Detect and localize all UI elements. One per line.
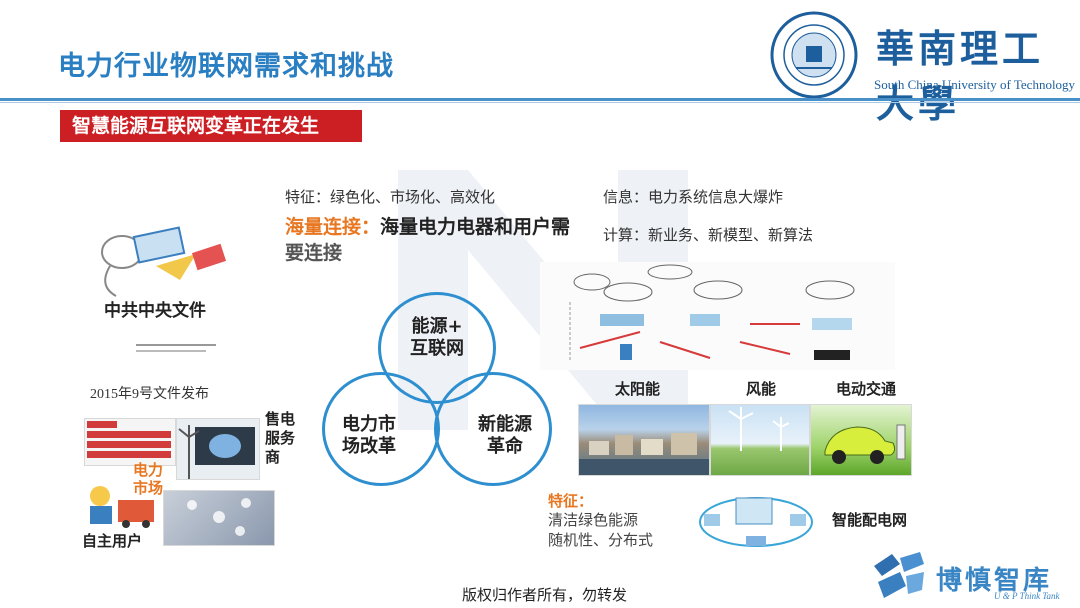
venn-label-left: 电力市场改革: [324, 414, 414, 458]
think-tank-logo-mark: [866, 548, 930, 604]
tech-network-image: [163, 490, 275, 546]
users-cartoon-image: [82, 482, 162, 528]
wind-turbine-screen-image: [176, 418, 260, 480]
venn-label-right: 新能源革命: [460, 414, 550, 458]
right-feature-title: 特征：: [548, 490, 593, 511]
sale-service-label: 售电 服务 商: [265, 410, 295, 467]
solar-photo: [578, 404, 710, 476]
page-title: 电力行业物联网需求和挑战: [58, 44, 394, 83]
compute-text: 计算：新业务、新模型、新算法: [603, 224, 813, 245]
central-document-image: 中共中央文件: [96, 226, 236, 366]
university-name-cn: 華南理工大學: [876, 18, 1080, 128]
solar-label: 太阳能: [615, 378, 660, 399]
sales-company-list-image: [84, 418, 176, 466]
venn-label-top: 能源+互联网: [390, 316, 484, 360]
smart-grid-image: [696, 484, 816, 550]
massive-connection: 海量连接：海量电力电器和用户需要连接: [285, 214, 595, 266]
university-name-en: South China University of Technology: [874, 77, 1075, 93]
massive-tail: 要连接: [285, 242, 342, 264]
header-divider-thin: [0, 102, 1080, 103]
info-text: 信息：电力系统信息大爆炸: [603, 186, 783, 207]
massive-label: 海量连接：: [285, 216, 380, 238]
document-caption: 2015年9号文件发布: [90, 383, 209, 403]
feature-text: 特征：绿色化、市场化、高效化: [285, 186, 495, 207]
document-title: 中共中央文件: [104, 296, 206, 321]
wind-photo: [710, 404, 810, 476]
copyright-footer: 版权归作者所有，勿转发: [462, 584, 627, 605]
ev-label: 电动交通: [836, 378, 896, 399]
right-feature-lines: 清洁绿色能源 随机性、分布式: [548, 510, 653, 550]
think-tank-subtitle: U & P Think Tank: [994, 591, 1060, 601]
university-seal: [766, 10, 862, 100]
ev-photo: [810, 404, 912, 476]
header-divider: [0, 98, 1080, 101]
massive-main: 海量电力电器和用户需: [380, 216, 570, 238]
power-system-diagram: [540, 262, 895, 370]
wind-label: 风能: [746, 378, 776, 399]
smart-grid-label: 智能配电网: [832, 509, 907, 530]
section-badge: 智慧能源互联网变革正在发生: [60, 110, 362, 142]
self-users-label: 自主用户: [82, 530, 142, 551]
